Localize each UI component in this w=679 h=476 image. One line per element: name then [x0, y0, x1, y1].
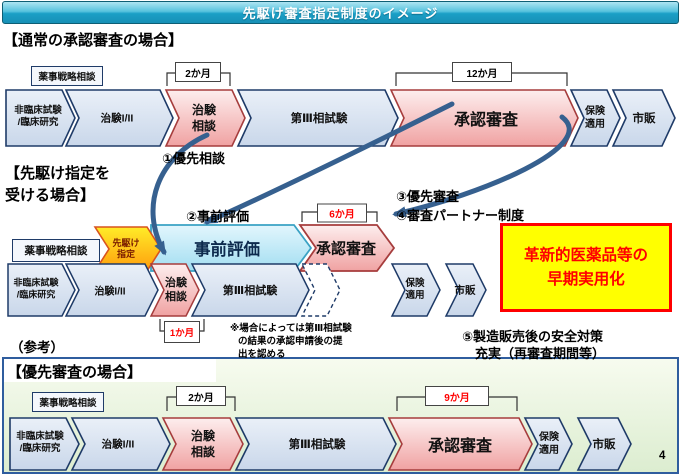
- duration-priority-consult: 2か月: [176, 386, 226, 406]
- chevron-priority-phase3: [234, 417, 397, 471]
- step-priority-insurance-label: 保険適用: [539, 432, 559, 456]
- chevron-priority-review: [387, 417, 533, 471]
- chevron-normal-insurance: [569, 89, 621, 147]
- page-number: 4: [659, 450, 666, 462]
- chevron-priority-market: [576, 417, 632, 471]
- duration-priority-review: 9か月: [425, 386, 489, 406]
- strategy-consult-box-priority: 薬事戦略相談: [32, 392, 104, 412]
- annotation-pre-evaluation: ②事前評価: [186, 209, 250, 224]
- annotation-priority-consultation: ①優先相談: [162, 151, 226, 166]
- chevron-sakigake-phase3-optional: [300, 263, 341, 317]
- arrow-priority-review: [392, 114, 572, 218]
- chevron-normal-nonclinical: [5, 89, 76, 147]
- annotation-post-market-safety: ⑤製造販売後の安全対策 充実（再審査期間等）: [462, 329, 606, 361]
- annotation-review-partner: ④審査パートナー制度: [396, 208, 525, 223]
- duration-sakigake-consult: 1か月: [164, 321, 200, 343]
- step-sakigake-insurance-label: 保険適用: [405, 278, 425, 301]
- chevron-sakigake-phase12: [64, 263, 159, 317]
- step-priority-nonclinical-label: 非臨床試験/臨床研究: [16, 431, 64, 454]
- sakigake-review-label: 承認審査: [315, 240, 377, 258]
- heading-priority-case: 【優先審査の場合】: [7, 364, 143, 381]
- strategy-consult-box-normal: 薬事戦略相談: [31, 66, 103, 86]
- chevron-normal-phase12: [64, 89, 174, 147]
- chevron-sakigake-insurance: [390, 263, 441, 317]
- chevron-normal-market: [611, 89, 676, 147]
- chevron-priority-nonclinical: [9, 417, 80, 471]
- goal-callout: 革新的医薬品等の 早期実用化: [500, 223, 672, 312]
- step-normal-phase12-label: 治験I/II: [100, 112, 134, 125]
- step-priority-phase12-label: 治験I/II: [101, 438, 135, 451]
- step-sakigake-phase12-label: 治験I/II: [94, 286, 126, 298]
- strategy-consult-box-sakigake: 薬事戦略相談: [12, 239, 100, 262]
- heading-normal-case: 【通常の承認審査の場合】: [3, 32, 184, 49]
- step-sakigake-market-label: 市販: [454, 284, 476, 297]
- step-priority-market-label: 市販: [592, 439, 616, 451]
- chevron-priority-phase12: [70, 417, 171, 471]
- arrow-pre-evaluation: [203, 101, 455, 225]
- step-normal-nonclinical-label: 非臨床試験/臨床研究: [14, 105, 62, 128]
- step-sakigake-nonclinical-label: 非臨床試験/臨床研究: [13, 277, 59, 300]
- arrow-priority-consultation: [150, 132, 210, 256]
- step-sakigake-phase3-label: 第Ⅲ相試験: [222, 285, 278, 297]
- chevron-sakigake-review: [298, 224, 396, 272]
- duration-normal-review: 12か月: [452, 62, 512, 82]
- step-sakigake-consultation-label: 治験相談: [165, 277, 187, 303]
- step-normal-phase3-label: 第Ⅲ相試験: [290, 113, 348, 125]
- chevron-normal-consultation: [164, 89, 246, 147]
- duration-sakigake-review: 6か月: [317, 203, 367, 223]
- heading-sakigake-line1: 【先駆け指定を: [5, 165, 111, 182]
- heading-reference: （参考）: [10, 340, 64, 355]
- chevron-sakigake-nonclinical: [7, 263, 76, 317]
- sakigake-designation-label: 先駆け指定: [112, 238, 140, 259]
- chevron-sakigake-phase3: [190, 263, 310, 317]
- chevron-priority-consultation: [161, 417, 244, 471]
- step-priority-consultation-label: 治験相談: [190, 429, 216, 459]
- step-normal-review-label: 承認審査: [453, 112, 519, 129]
- duration-normal-consult: 2か月: [175, 62, 221, 82]
- annotation-priority-review: ③優先審査: [396, 189, 460, 204]
- chevron-sakigake-market: [444, 263, 487, 317]
- preevaluation-label: 事前評価: [194, 241, 260, 259]
- footnote-phase3-exception: ※場合によっては第Ⅲ相試験 の結果の承認申請後の提 出を認める: [230, 323, 352, 360]
- step-priority-review-label: 承認審査: [427, 438, 493, 455]
- title-bar: 先駆け審査指定制度のイメージ: [2, 1, 679, 24]
- step-normal-consultation-label: 治験相談: [191, 103, 217, 133]
- priority-heading-bg: [4, 359, 216, 382]
- chevron-normal-phase3: [236, 89, 399, 147]
- chevron-normal-review: [389, 89, 579, 147]
- step-normal-market-label: 市販: [632, 113, 656, 125]
- page-title: 先駆け審査指定制度のイメージ: [242, 6, 439, 21]
- heading-sakigake-case: 【先駆け指定を 受ける場合】: [5, 163, 110, 207]
- step-normal-insurance-label: 保険適用: [585, 106, 605, 130]
- step-priority-phase3-label: 第Ⅲ相試験: [288, 439, 346, 451]
- heading-sakigake-line2: 受ける場合】: [5, 187, 96, 204]
- chevron-priority-insurance: [523, 417, 573, 471]
- chevron-sakigake-consultation: [149, 263, 200, 317]
